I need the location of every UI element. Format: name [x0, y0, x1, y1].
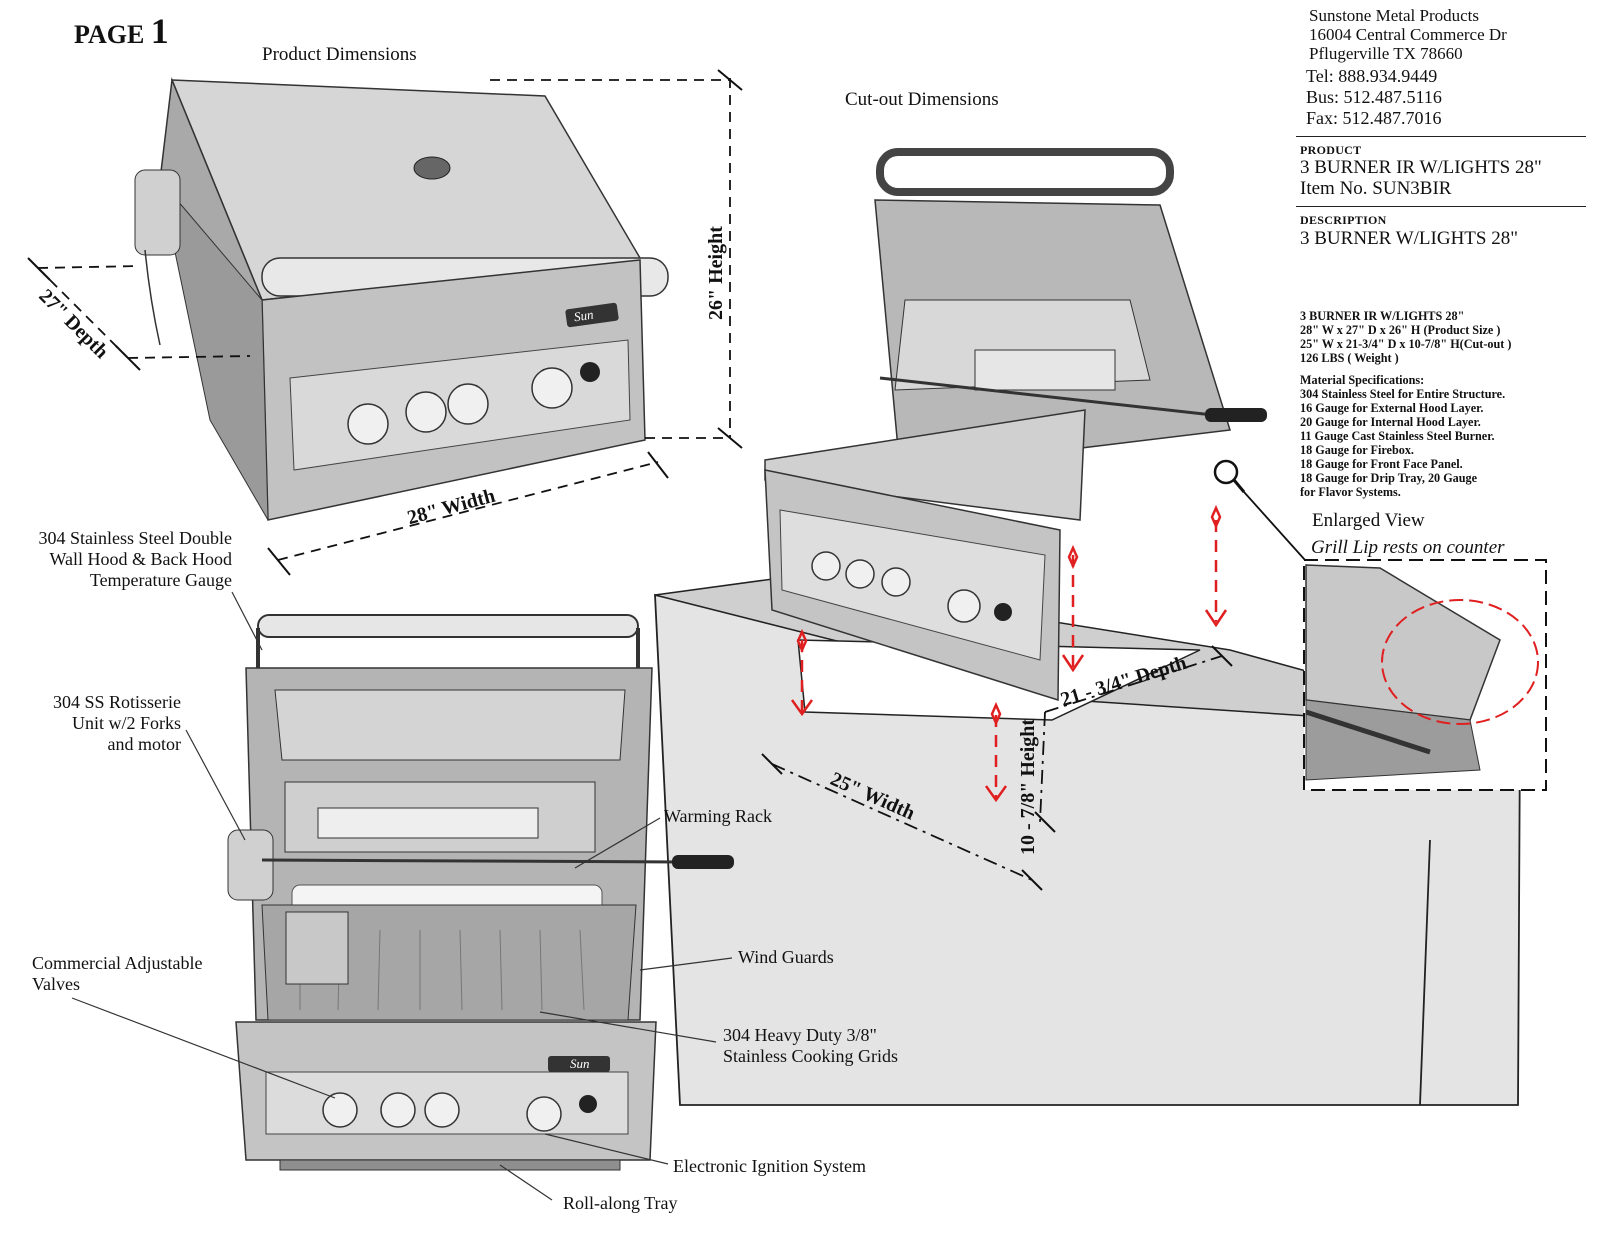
callout-hood-line: Wall Hood & Back Hood	[49, 549, 232, 569]
callout-rotisserie-line: Unit w/2 Forks	[71, 713, 181, 733]
callout-wind-guards: Wind Guards	[738, 947, 834, 967]
page-label-text: PAGE	[74, 20, 145, 49]
callout-rotisserie-line: and motor	[107, 734, 182, 754]
material-line: 11 Gauge Cast Stainless Steel Burner.	[1300, 429, 1495, 443]
company-block: Sunstone Metal Products 16004 Central Co…	[1309, 6, 1507, 63]
tel: Tel: 888.934.9449	[1306, 66, 1438, 86]
product-item: Item No. SUN3BIR	[1300, 178, 1452, 199]
page-number: 1	[150, 11, 169, 51]
cutout-ticks	[761, 645, 1233, 891]
material-line: 18 Gauge for Front Face Panel.	[1300, 457, 1463, 471]
callout-hood: 304 Stainless Steel Double Wall Hood & B…	[10, 528, 232, 591]
dimension-lines-product	[37, 78, 731, 561]
spec-line: 126 LBS ( Weight )	[1300, 351, 1399, 365]
material-line: 18 Gauge for Firebox.	[1300, 443, 1414, 457]
callout-grids: 304 Heavy Duty 3/8" Stainless Cooking Gr…	[723, 1025, 898, 1067]
callout-tray: Roll-along Tray	[563, 1193, 678, 1213]
callout-valves-line: Valves	[32, 974, 80, 994]
height-label: 26" Height	[705, 226, 727, 320]
callout-grids-line: 304 Heavy Duty 3/8"	[723, 1025, 877, 1045]
brand-badge: Sun	[570, 1056, 590, 1071]
material-line: 16 Gauge for External Hood Layer.	[1300, 401, 1484, 415]
grill-lip-note: Grill Lip rests on counter	[1311, 537, 1505, 558]
material-line: 304 Stainless Steel for Entire Structure…	[1300, 387, 1506, 401]
section-product-dimensions: Product Dimensions	[262, 44, 417, 65]
brand-badge: Sun	[572, 306, 595, 325]
section-enlarged-view: Enlarged View	[1312, 510, 1425, 531]
material-line: 20 Gauge for Internal Hood Layer.	[1300, 415, 1481, 429]
material-line: Material Specifications:	[1300, 373, 1425, 387]
callout-ignition: Electronic Ignition System	[673, 1156, 866, 1176]
callout-grids-line: Stainless Cooking Grids	[723, 1046, 899, 1066]
company-address2: Pflugerville TX 78660	[1309, 44, 1463, 63]
product-label: PRODUCT	[1300, 143, 1362, 157]
company-name: Sunstone Metal Products	[1309, 6, 1479, 25]
callout-valves-line: Commercial Adjustable	[32, 953, 203, 973]
contact-block: Tel: 888.934.9449 Bus: 512.487.5116 Fax:…	[1306, 66, 1442, 129]
magnifier-icon	[1213, 459, 1306, 561]
cutout-height-label: 10 - 7/8" Height	[1017, 718, 1039, 855]
callout-hood-line: 304 Stainless Steel Double	[38, 528, 232, 548]
section-cutout-dimensions: Cut-out Dimensions	[845, 89, 999, 110]
dimension-lines-cutout	[771, 655, 1223, 881]
product-name: 3 BURNER IR W/LIGHTS 28"	[1300, 157, 1542, 178]
leader-lines	[71, 591, 733, 1201]
callout-rotisserie: 304 SS Rotisserie Unit w/2 Forks and mot…	[20, 692, 181, 755]
grill-open-cutout	[764, 148, 1267, 702]
fax: Fax: 512.487.7016	[1306, 108, 1442, 128]
page-label: PAGE 1	[74, 10, 169, 52]
spec-line: 3 BURNER IR W/LIGHTS 28"	[1300, 309, 1465, 323]
bus: Bus: 512.487.5116	[1306, 87, 1442, 107]
company-address1: 16004 Central Commerce Dr	[1309, 25, 1507, 44]
spec-line: 28" W x 27" D x 26" H (Product Size )	[1300, 323, 1501, 337]
description-label: DESCRIPTION	[1300, 213, 1387, 227]
spec-line: 25" W x 21-3/4" D x 10-7/8" H(Cut-out )	[1300, 337, 1512, 351]
grill-closed	[134, 77, 669, 521]
divider-1	[1296, 136, 1586, 137]
callout-valves: Commercial Adjustable Valves	[32, 953, 202, 995]
grill-open-features	[227, 614, 734, 1171]
divider-2	[1296, 206, 1586, 207]
dimension-ticks	[27, 69, 743, 576]
red-arrowheads	[790, 504, 1228, 803]
callout-rotisserie-line: 304 SS Rotisserie	[52, 692, 181, 712]
spec-block: 3 BURNER IR W/LIGHTS 28" 28" W x 27" D x…	[1300, 309, 1511, 499]
callout-hood-line: Temperature Gauge	[89, 570, 232, 590]
material-line: 18 Gauge for Drip Tray, 20 Gauge	[1300, 471, 1478, 485]
description-text: 3 BURNER W/LIGHTS 28"	[1300, 228, 1518, 249]
enlarged-view-box	[1303, 559, 1547, 791]
callout-warming-rack: Warming Rack	[664, 806, 773, 826]
material-line: for Flavor Systems.	[1300, 485, 1401, 499]
